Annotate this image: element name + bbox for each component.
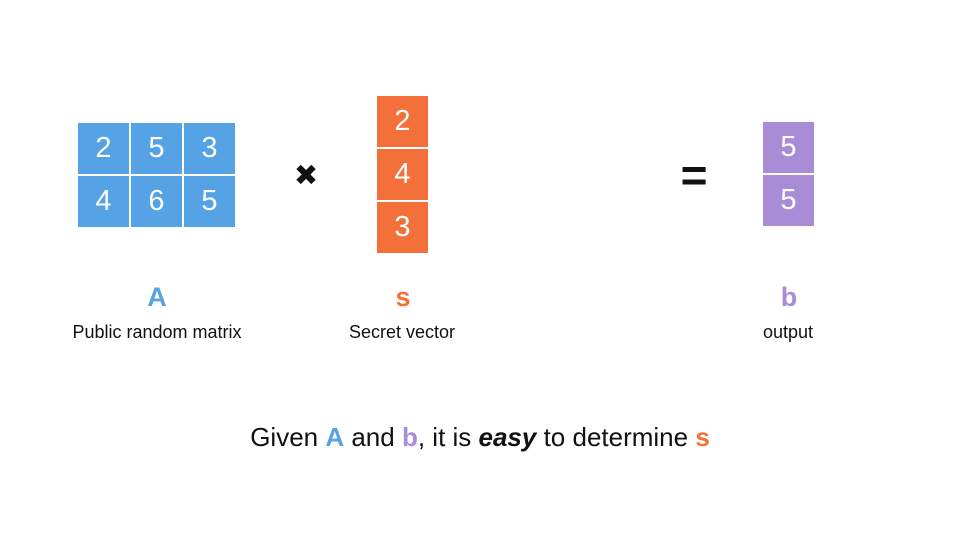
sentence-var-b: b	[401, 422, 418, 452]
sentence-text: Given	[250, 422, 326, 452]
vector-s-caption: Secret vector	[348, 322, 456, 342]
sentence-text: , it is	[417, 422, 479, 452]
vector-b-cell: 5	[763, 175, 814, 226]
matrix-a-caption: Public random matrix	[72, 322, 242, 342]
vector-s: 2 4 3	[377, 96, 428, 253]
matrix-a-cell: 5	[184, 176, 235, 227]
vector-b: 5 5	[763, 122, 814, 226]
multiply-operator-icon: ✖	[293, 160, 319, 192]
matrix-a-label: A	[147, 282, 167, 312]
matrix-a-cell: 2	[78, 123, 129, 174]
matrix-a-cell: 4	[78, 176, 129, 227]
matrix-a: 2 5 3 4 6 5	[78, 123, 235, 227]
summary-sentence: Given A and b, it is easy to determine s	[0, 421, 960, 453]
matrix-a-cell: 3	[184, 123, 235, 174]
vector-s-label: s	[395, 282, 411, 312]
vector-s-cell: 4	[377, 149, 428, 200]
matrix-a-cell: 6	[131, 176, 182, 227]
vector-s-cell: 2	[377, 96, 428, 147]
vector-b-caption: output	[762, 322, 814, 342]
vector-b-label: b	[780, 282, 798, 312]
sentence-var-s: s	[695, 422, 710, 452]
matrix-a-cell: 5	[131, 123, 182, 174]
sentence-easy: easy	[478, 422, 537, 452]
sentence-text: to determine	[536, 422, 696, 452]
sentence-var-a: A	[325, 422, 345, 452]
equals-operator-icon: =	[680, 149, 708, 201]
vector-s-cell: 3	[377, 202, 428, 253]
sentence-text: and	[344, 422, 402, 452]
vector-b-cell: 5	[763, 122, 814, 173]
